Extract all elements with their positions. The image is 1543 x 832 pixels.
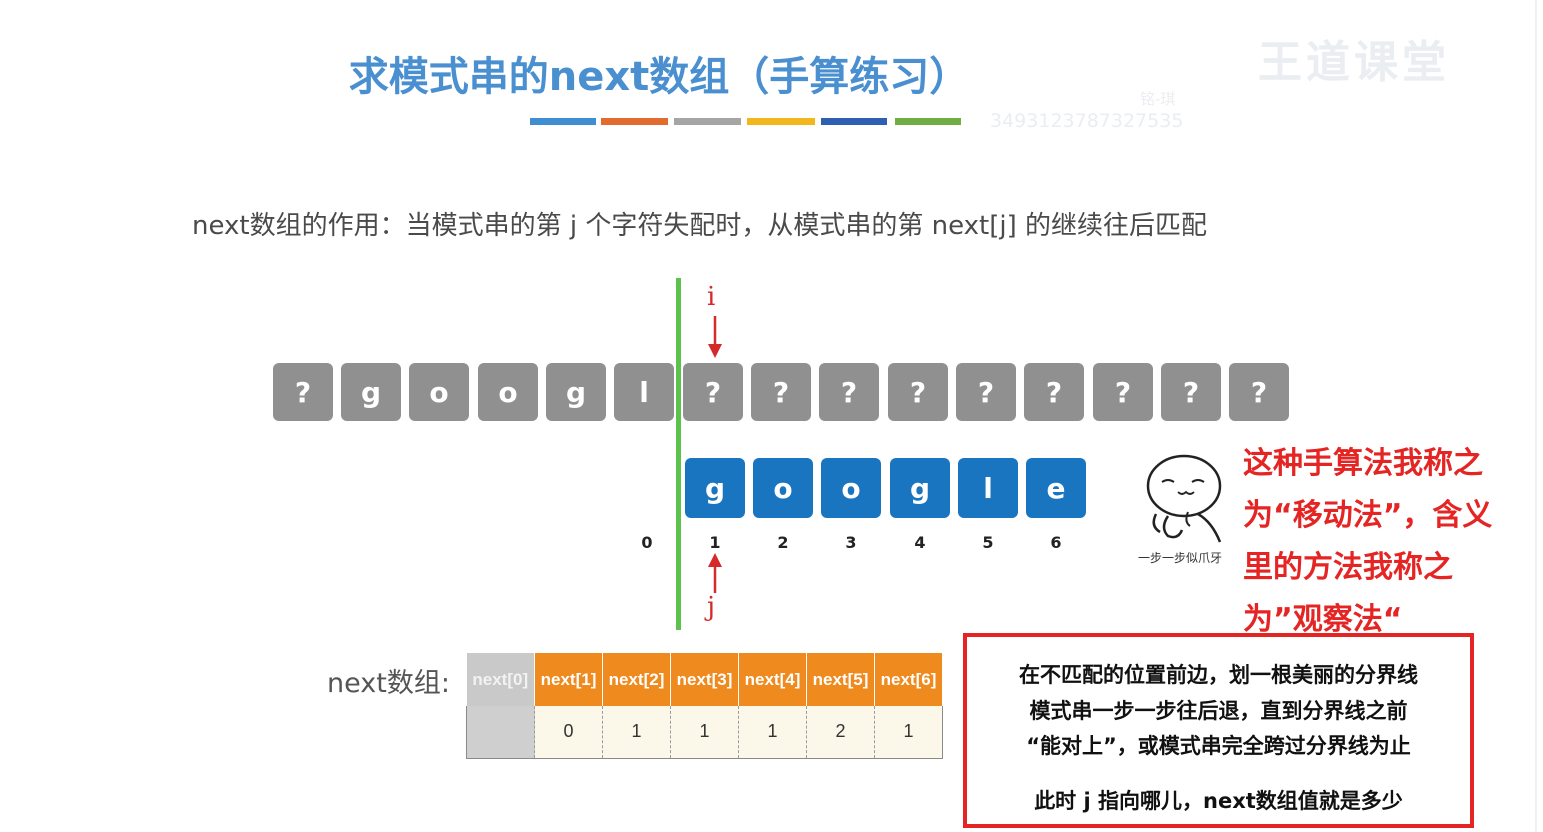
next-header-2: next[2] [602,653,671,706]
red-annotation-line-3: 里的方法我称之 [1243,550,1453,585]
pattern-char-5: l [958,458,1018,518]
next-value-2: 1 [602,706,671,759]
next-header-0: next[0] [466,653,535,706]
next-purpose-text: next数组的作用：当模式串的第 j 个字符失配时，从模式串的第 next[j]… [192,211,1207,241]
pattern-char-2: o [753,458,813,518]
text-char-12: ? [1093,363,1153,421]
watermark-number: 3493123787327535 [990,110,1184,132]
next-value-6: 1 [874,706,943,759]
index-label-2: 2 [777,533,789,552]
red-annotation: 这种手算法我称之 为“移动法”，含义 里的方法我称之 为”观察法“ [1243,438,1513,646]
pattern-char-4: g [890,458,950,518]
text-char-1: g [341,363,401,421]
text-char-14: ? [1229,363,1289,421]
pointer-j-arrow-icon [708,553,722,593]
index-label-0: 0 [641,533,653,552]
next-array-label: next数组: [327,668,450,699]
method-explanation-box: 在不匹配的位置前边，划一根美丽的分界线 模式串一步一步往后退，直到分界线之前 “… [963,633,1474,828]
meme-face-icon [1146,454,1222,543]
next-header-6: next[6] [874,653,943,706]
meme-caption: 一步一步似爪牙 [1138,551,1223,565]
pattern-char-3: o [821,458,881,518]
method-line-4: 此时 j 指向哪儿，next数组值就是多少 [1034,789,1403,813]
pattern-char-1: g [685,458,745,518]
text-char-5: l [614,363,674,421]
title-color-bar-4 [747,118,815,125]
next-header-5: next[5] [806,653,875,706]
watermark-name: 铭-琪 [1140,90,1176,108]
index-label-6: 6 [1050,533,1062,552]
title-color-bar-6 [895,118,961,125]
red-annotation-line-4: 为”观察法“ [1243,602,1403,637]
text-char-0: ? [273,363,333,421]
index-label-1: 1 [709,533,721,552]
next-header-4: next[4] [738,653,807,706]
text-char-3: o [478,363,538,421]
method-line-1: 在不匹配的位置前边，划一根美丽的分界线 [1019,663,1418,687]
title-color-bar-2 [601,118,668,125]
pointer-i-arrow-icon [708,316,722,358]
pointer-i-label: i [707,282,716,312]
divider-line [676,278,681,630]
next-value-0 [466,706,535,759]
text-char-9: ? [888,363,948,421]
next-array-table: next[0] next[1] next[2] next[3] next[4] … [466,653,943,759]
next-value-3: 1 [670,706,739,759]
window-edge [1535,0,1537,832]
next-value-5: 2 [806,706,875,759]
text-char-2: o [409,363,469,421]
watermark-logo: 王道课堂 [1258,37,1450,88]
pattern-char-6: e [1026,458,1086,518]
next-header-3: next[3] [670,653,739,706]
text-char-4: g [546,363,606,421]
red-annotation-line-1: 这种手算法我称之 [1243,446,1483,481]
title-color-bar-5 [821,118,887,125]
text-char-11: ? [1024,363,1084,421]
title-color-bar-3 [674,118,741,125]
next-value-1: 0 [534,706,603,759]
text-char-7: ? [751,363,811,421]
next-table-value-row: 0 1 1 1 2 1 [466,706,943,759]
next-value-4: 1 [738,706,807,759]
method-line-2: 模式串一步一步往后退，直到分界线之前 [1029,699,1408,723]
method-line-3: “能对上”，或模式串完全跨过分界线为止 [1026,734,1411,758]
index-label-3: 3 [845,533,857,552]
next-table-header-row: next[0] next[1] next[2] next[3] next[4] … [466,653,943,706]
index-label-5: 5 [982,533,994,552]
text-char-6: ? [683,363,743,421]
next-header-1: next[1] [534,653,603,706]
text-char-13: ? [1161,363,1221,421]
index-label-4: 4 [914,533,926,552]
text-char-10: ? [956,363,1016,421]
pointer-j-label: j [707,592,716,622]
title-color-bar-1 [530,118,596,125]
slide-title: 求模式串的next数组（手算练习） [348,54,970,100]
red-annotation-line-2: 为“移动法”，含义 [1243,498,1493,533]
text-char-8: ? [819,363,879,421]
